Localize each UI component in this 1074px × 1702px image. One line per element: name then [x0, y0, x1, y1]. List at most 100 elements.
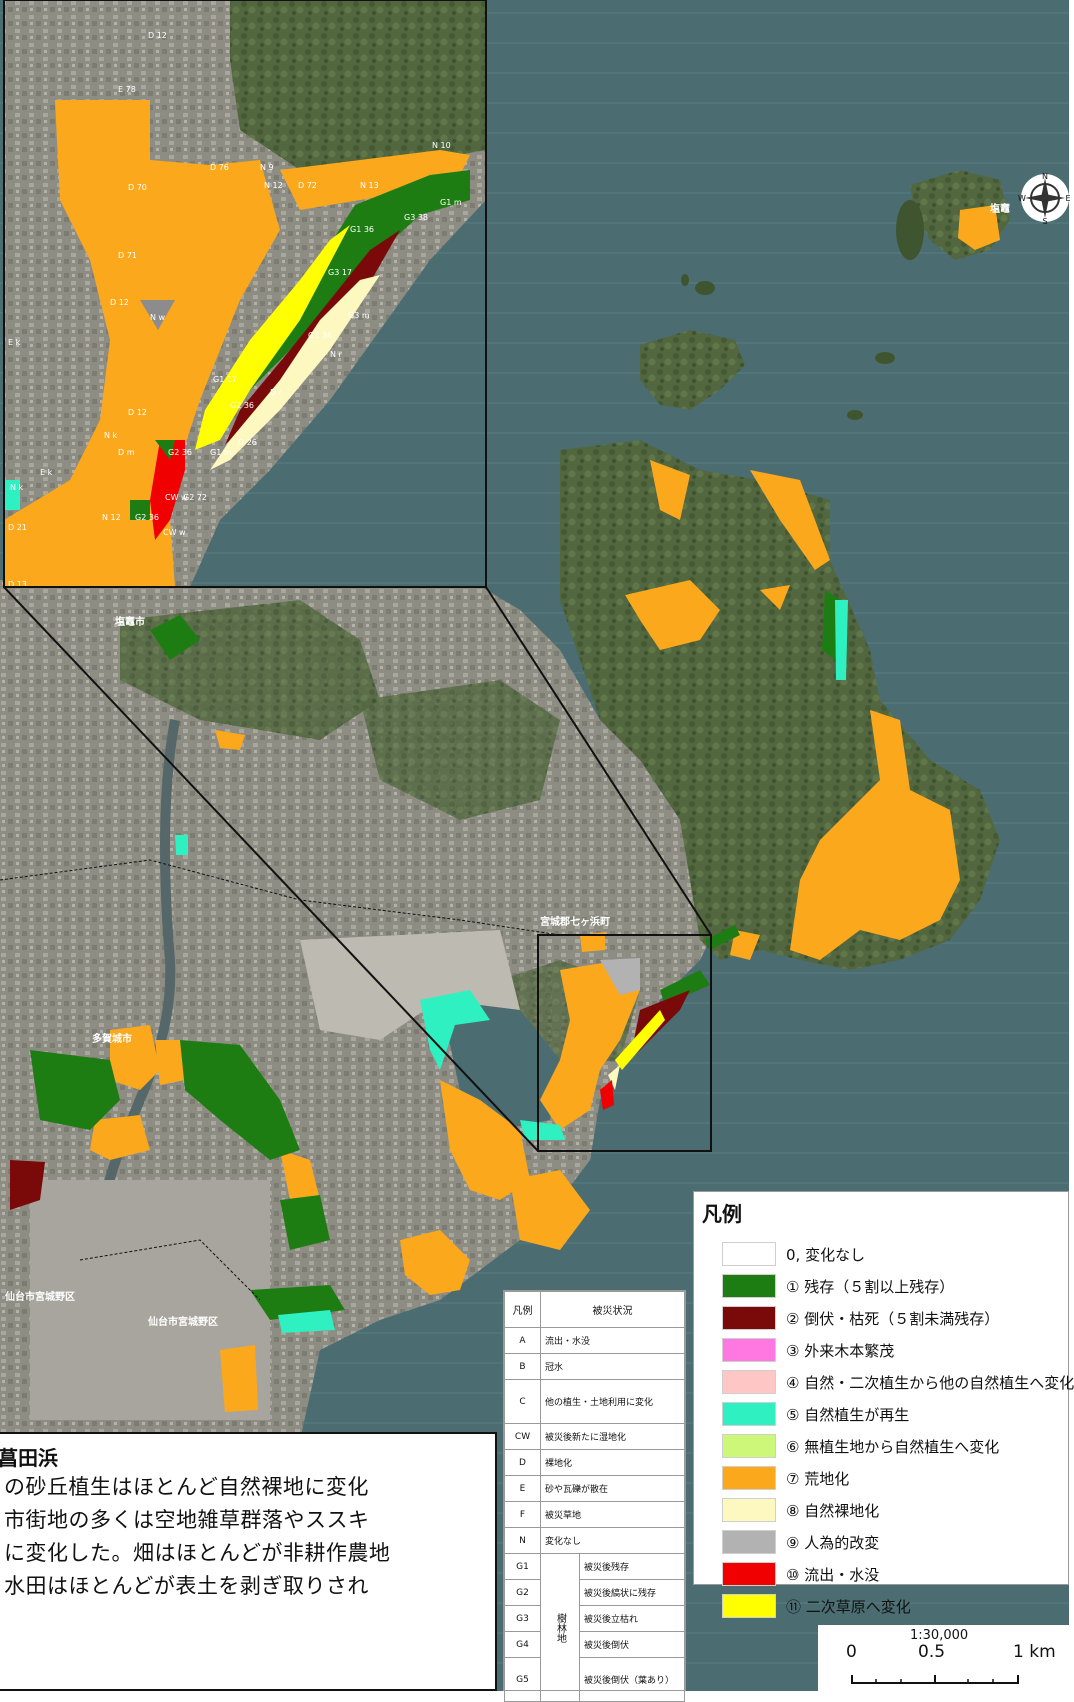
inset-zone-label: D 76	[210, 163, 229, 172]
cream-zone	[608, 1065, 620, 1090]
inset-zone-label: CW w	[165, 493, 188, 502]
legend-item: 0, 変化なし	[722, 1238, 1074, 1270]
inset-zone-label: N 10	[432, 141, 451, 150]
inset-zone-label: D m	[118, 448, 135, 457]
damage-label: 流出・水没	[540, 1327, 685, 1354]
legend-label: ④ 自然・二次植生から他の自然植生へ変化	[786, 1373, 1074, 1392]
orange-zone	[750, 470, 830, 570]
damage-label: 被災後倒伏（葉あり）	[579, 1657, 685, 1702]
inset-zone-label: N w	[150, 313, 166, 322]
inset-zone-label: N r	[330, 350, 343, 359]
legend-swatch	[722, 1498, 776, 1522]
cyan-zone	[835, 600, 848, 680]
legend-swatch	[722, 1370, 776, 1394]
damage-label: 被災草地	[540, 1501, 685, 1528]
legend-item: ⑪ 二次草原へ変化	[722, 1590, 1074, 1622]
orange-zone-island	[958, 205, 1000, 250]
damage-code: A	[504, 1327, 541, 1354]
svg-text:N: N	[1042, 172, 1048, 181]
damage-code: G1	[504, 1553, 541, 1580]
orange-zone	[790, 710, 960, 960]
scale-tick-half: 0.5	[918, 1642, 946, 1662]
orange-zone	[730, 930, 760, 960]
inset-zone-label: G2 36	[168, 448, 192, 457]
orange-zone	[280, 1150, 320, 1200]
inset-zone-label: N 9	[260, 163, 274, 172]
yellow-zone	[615, 1010, 665, 1070]
legend-label: ⑨ 人為的改変	[786, 1533, 880, 1552]
description-box: 菖田浜 の砂丘植生はほとんど自然裸地に変化 市街地の多くは空地雑草群落やススキ …	[0, 1432, 497, 1691]
inset-zone-label: N 12	[102, 513, 121, 522]
damage-label: 裸地化	[540, 1449, 685, 1476]
damage-code: CW	[504, 1423, 541, 1450]
orange-zone	[650, 460, 690, 520]
legend-label: ⑤ 自然植生が再生	[786, 1405, 910, 1424]
damage-label: 被災後倒伏	[579, 1631, 685, 1658]
islet-2	[875, 352, 895, 364]
inset-zone-label: D r	[270, 388, 283, 397]
green-zone	[150, 615, 200, 660]
island-3	[896, 200, 924, 260]
orange-zone	[110, 1025, 160, 1090]
damage-forest-group: 樹林地	[540, 1553, 580, 1702]
islet-1	[695, 281, 715, 295]
orange-zone	[400, 1230, 470, 1295]
green-zone	[180, 1040, 300, 1160]
islet-4	[681, 274, 689, 286]
green-zone	[660, 970, 710, 1005]
inset-zone-label: G2 72	[183, 493, 207, 502]
orange-zone	[90, 1115, 150, 1160]
inset-zone-label: D 12	[110, 298, 129, 307]
svg-text:E: E	[1065, 194, 1070, 203]
detail-frame	[537, 934, 712, 1152]
place-label: 多賀城市	[92, 1032, 132, 1045]
damage-label: 変化なし	[540, 1527, 685, 1554]
legend-label: ⑪ 二次草原へ変化	[786, 1597, 911, 1616]
inset-zone-label: G3 36	[308, 331, 332, 340]
legend-swatch	[722, 1530, 776, 1554]
damage-code: G2	[504, 1579, 541, 1606]
orange-zone	[215, 730, 245, 750]
place-label: 塩竈	[990, 202, 1010, 215]
inset-zone-label: G2 36	[135, 513, 159, 522]
damage-code: N	[504, 1527, 541, 1554]
darkred-zone	[10, 1160, 45, 1210]
inset-zone-label: CW w	[163, 528, 186, 537]
damage-label: 被災後残存	[579, 1553, 685, 1580]
inset-zone-label: D 21	[8, 523, 27, 532]
boundary-line	[79, 1239, 261, 1301]
legend-label: ⑧ 自然裸地化	[786, 1501, 880, 1520]
damage-row-forest: G4 被災後倒伏	[504, 1631, 685, 1658]
legend-swatch	[722, 1402, 776, 1426]
cyan-zone	[520, 1120, 565, 1140]
inset-zone-label: G1 m	[440, 198, 462, 207]
damage-label: 他の植生・土地利用に変化	[540, 1379, 685, 1424]
legend-label: ② 倒伏・枯死（５割未満残存）	[786, 1309, 1000, 1328]
damage-header-status: 被災状況	[540, 1291, 685, 1328]
legend-item: ⑩ 流出・水没	[722, 1558, 1074, 1590]
description-line: 市街地の多くは空地雑草群落やススキ	[4, 1508, 370, 1532]
legend-swatch	[722, 1466, 776, 1490]
orange-zone	[540, 960, 640, 1130]
orange-zone	[580, 932, 605, 952]
inset-zone-label: E k	[8, 338, 21, 347]
forest-patch-2	[360, 680, 560, 820]
islet-3	[847, 410, 863, 420]
damage-header-code: 凡例	[504, 1291, 541, 1328]
inset-zone-label: D 26	[238, 438, 257, 447]
damage-code: G4	[504, 1631, 541, 1658]
description-line: に変化した。畑はほとんどが非耕作農地	[4, 1541, 391, 1565]
orange-zone	[440, 1080, 530, 1200]
svg-text:W: W	[1018, 194, 1026, 203]
